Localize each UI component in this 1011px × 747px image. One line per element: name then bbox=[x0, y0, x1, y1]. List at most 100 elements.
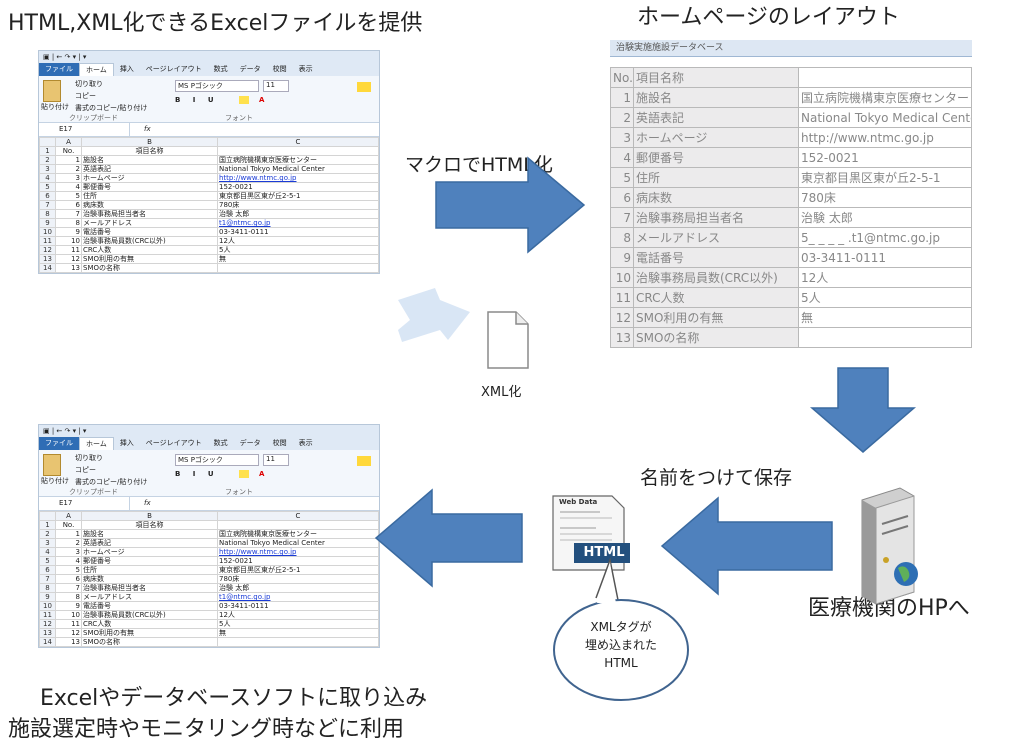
arrow-right-macro bbox=[435, 156, 586, 254]
item-name: ホームページ bbox=[633, 127, 799, 148]
row-number: No. bbox=[610, 67, 634, 88]
name-box: E17 bbox=[39, 123, 130, 136]
tab-view: 表示 bbox=[298, 65, 313, 73]
document-icon bbox=[487, 311, 529, 369]
tab-page-layout: ページレイアウト bbox=[145, 65, 202, 73]
tab-formulas: 数式 bbox=[213, 65, 228, 73]
caption-macro: マクロでHTML化 bbox=[405, 154, 553, 176]
font-group-label: フォント bbox=[225, 488, 253, 496]
item-name: SMOの名称 bbox=[633, 327, 799, 348]
clipboard-group-label: クリップボード bbox=[69, 114, 118, 122]
font-style-buttons: B I U bbox=[175, 96, 219, 104]
format-copy-label: 書式のコピー/貼り付け bbox=[75, 104, 148, 112]
formula-bar: E17 fx bbox=[39, 497, 379, 511]
excel-screenshot-bottom: ▣ | ← ↷ ▾ | ▾ ファイル ホーム 挿入 ページレイアウト 数式 デー… bbox=[38, 424, 380, 648]
fill-color-icon bbox=[239, 470, 249, 478]
tab-file: ファイル bbox=[39, 437, 79, 450]
caption-save: 名前をつけて保存 bbox=[640, 467, 793, 489]
speech-bubble bbox=[553, 557, 689, 701]
tab-file: ファイル bbox=[39, 63, 79, 76]
arrow-left-save bbox=[660, 496, 833, 596]
tab-page-layout: ページレイアウト bbox=[145, 439, 202, 447]
item-name: SMO利用の有無 bbox=[633, 307, 799, 328]
copy-label: コピー bbox=[75, 92, 96, 100]
item-value: National Tokyo Medical Center bbox=[798, 107, 972, 128]
item-value: 152-0021 bbox=[798, 147, 972, 168]
fx-label: fx bbox=[144, 125, 151, 133]
excel-ribbon: 貼り付け 切り取り コピー 書式のコピー/貼り付け クリップボード MS Pゴシ… bbox=[39, 450, 379, 497]
html-file-label: HTML bbox=[583, 545, 625, 560]
excel-ribbon-tabs: ファイル ホーム 挿入 ページレイアウト 数式 データ 校閲 表示 bbox=[39, 63, 379, 76]
row-number: 12 bbox=[610, 307, 634, 328]
font-size-box: 11 bbox=[263, 80, 289, 92]
font-name-box: MS Pゴシック bbox=[175, 80, 259, 92]
cell bbox=[217, 637, 379, 647]
item-value bbox=[798, 327, 972, 348]
html-file-icon bbox=[552, 495, 630, 571]
row-number: 11 bbox=[610, 287, 634, 308]
excel-ribbon-tabs: ファイル ホーム 挿入 ページレイアウト 数式 データ 校閲 表示 bbox=[39, 437, 379, 450]
tab-view: 表示 bbox=[298, 439, 313, 447]
cut-label: 切り取り bbox=[75, 80, 103, 88]
tab-data: データ bbox=[239, 65, 261, 73]
item-name: CRC人数 bbox=[633, 287, 799, 308]
paste-label: 貼り付け bbox=[41, 103, 69, 111]
row-number: 2 bbox=[610, 107, 634, 128]
font-color-icon: A bbox=[259, 470, 265, 478]
item-name: メールアドレス bbox=[633, 227, 799, 248]
font-style-buttons: B I U bbox=[175, 470, 219, 478]
fx-label: fx bbox=[144, 499, 151, 507]
item-name: 施設名 bbox=[633, 87, 799, 108]
tab-formulas: 数式 bbox=[213, 439, 228, 447]
item-name: 郵便番号 bbox=[633, 147, 799, 168]
caption-xml: XML化 bbox=[481, 385, 522, 400]
formula-bar: E17 fx bbox=[39, 123, 379, 137]
row-number: 1 bbox=[610, 87, 634, 108]
caption-bottom-1: Excelやデータベースソフトに取り込み bbox=[40, 686, 428, 711]
bubble-text: XMLタグが 埋め込まれた HTML bbox=[584, 620, 657, 670]
cut-label: 切り取り bbox=[75, 454, 103, 462]
copy-label: コピー bbox=[75, 466, 96, 474]
caption-top-right: ホームページのレイアウト bbox=[637, 5, 900, 30]
name-box: E17 bbox=[39, 497, 130, 510]
tab-review: 校閲 bbox=[272, 439, 287, 447]
item-value: 治験 太郎 bbox=[798, 207, 972, 228]
item-value: 5人 bbox=[798, 287, 972, 308]
format-copy-label: 書式のコピー/貼り付け bbox=[75, 478, 148, 486]
item-value: 東京都目黒区東が丘2-5-1 bbox=[798, 167, 972, 188]
font-size-box: 11 bbox=[263, 454, 289, 466]
font-color-icon: A bbox=[259, 96, 265, 104]
tab-home: ホーム bbox=[79, 437, 114, 450]
row-number: 6 bbox=[610, 187, 634, 208]
caption-bottom-2: 施設選定時やモニタリング時などに利用 bbox=[8, 717, 405, 742]
html-file-top-text: Web Data bbox=[559, 498, 598, 506]
tab-review: 校閲 bbox=[272, 65, 287, 73]
row-number: 13 bbox=[610, 327, 634, 348]
item-name: 電話番号 bbox=[633, 247, 799, 268]
webpage-header: 治験実施施設データベース bbox=[610, 40, 972, 57]
tab-home: ホーム bbox=[79, 63, 114, 76]
row-number: 9 bbox=[610, 247, 634, 268]
paste-icon bbox=[43, 80, 61, 102]
excel-screenshot-top: ▣ | ← ↷ ▾ | ▾ ファイル ホーム 挿入 ページレイアウト 数式 デー… bbox=[38, 50, 380, 274]
clipboard-group-label: クリップボード bbox=[69, 488, 118, 496]
tab-insert: 挿入 bbox=[119, 439, 134, 447]
item-name: 治験事務局担当者名 bbox=[633, 207, 799, 228]
item-value: 国立病院機構東京医療センター bbox=[798, 87, 972, 108]
server-icon bbox=[861, 487, 918, 605]
font-group-label: フォント bbox=[225, 114, 253, 122]
fill-color-icon bbox=[239, 96, 249, 104]
